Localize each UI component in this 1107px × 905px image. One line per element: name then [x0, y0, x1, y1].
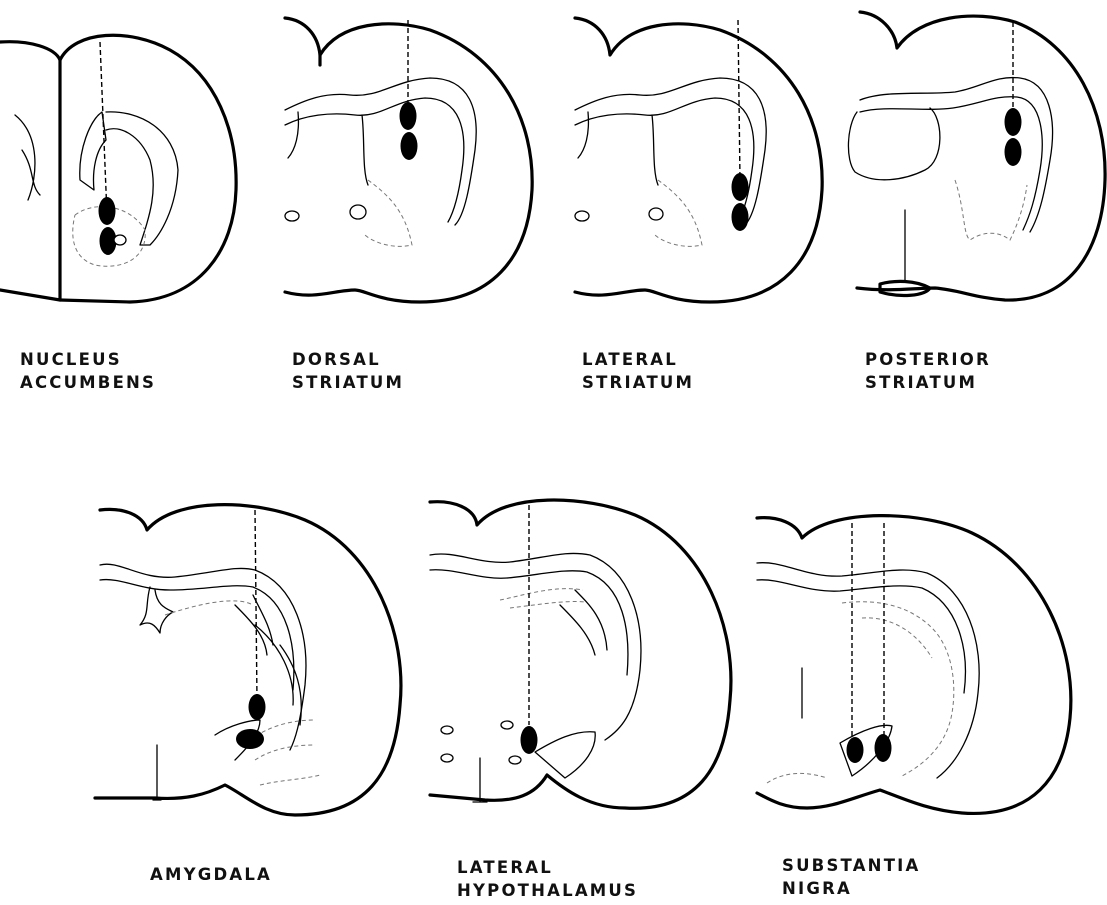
amygdala-nuclei [245, 720, 320, 785]
section-outline [95, 505, 401, 815]
anterior-commissure [114, 235, 126, 245]
internal-capsule [235, 595, 273, 655]
label-line-2: NIGRA [782, 877, 920, 900]
label-lateral-striatum: LATERAL STRIATUM [582, 348, 694, 394]
section-outline [757, 516, 1071, 814]
lesion-lower [401, 132, 418, 160]
label-line-1: NUCLEUS [20, 348, 156, 371]
section-outline [430, 500, 731, 808]
corpus-callosum [575, 78, 766, 225]
striatum-boundary [165, 601, 253, 615]
label-amygdala: AMYGDALA [150, 863, 272, 886]
panel-dorsal-striatum: DORSAL STRIATUM [270, 0, 550, 400]
label-nucleus-accumbens: NUCLEUS ACCUMBENS [20, 348, 156, 394]
ventricle-cross [140, 587, 173, 633]
nigra-boundary [767, 773, 827, 783]
lesion-left [847, 737, 864, 763]
label-lateral-hypothalamus: LATERAL HYPOTHALAMUS [457, 856, 638, 902]
internal-capsule [560, 590, 607, 655]
label-line-1: LATERAL [582, 348, 694, 371]
panel-nucleus-accumbens: NUCLEUS ACCUMBENS [0, 0, 280, 400]
fornix-left-lower [441, 754, 453, 762]
section-drawing-lateral-striatum [560, 0, 840, 320]
accumbens-boundary [365, 180, 412, 246]
label-line-1: POSTERIOR [865, 348, 991, 371]
lesion-lower [1005, 138, 1022, 166]
anterior-commissure-left [285, 211, 299, 221]
lesion-upper [99, 197, 116, 225]
corpus-callosum [15, 115, 40, 200]
fornix-right-upper [501, 721, 513, 729]
label-line-1: AMYGDALA [150, 863, 272, 886]
lesion-upper [732, 173, 749, 201]
label-line-1: DORSAL [292, 348, 404, 371]
label-line-2: STRIATUM [865, 371, 991, 394]
label-line-2: STRIATUM [582, 371, 694, 394]
section-drawing-substantia-nigra [752, 508, 1107, 818]
section-outline [857, 12, 1105, 300]
midline-fissure [153, 745, 161, 800]
fornix-left-upper [441, 726, 453, 734]
lesion-upper [249, 694, 266, 720]
striatal-boundary [955, 180, 1027, 240]
anterior-commissure-left [575, 211, 589, 221]
electrode-track [100, 42, 107, 215]
panel-substantia-nigra: SUBSTANTIA NIGRA [752, 508, 1107, 905]
panel-lateral-striatum: LATERAL STRIATUM [560, 0, 840, 400]
section-drawing-amygdala [95, 495, 415, 815]
section-outline [575, 18, 822, 302]
lesion-upper [400, 102, 417, 130]
section-drawing-nucleus-accumbens [0, 0, 280, 320]
label-line-2: STRIATUM [292, 371, 404, 394]
electrode-track [255, 510, 257, 700]
anterior-commissure-right [350, 205, 366, 219]
panel-amygdala: AMYGDALA [95, 495, 415, 905]
midline-fissure [473, 758, 487, 802]
corpus-callosum [757, 563, 979, 778]
striatum-boundary [500, 589, 585, 608]
anterior-commissure-right [649, 208, 663, 220]
label-line-2: ACCUMBENS [20, 371, 156, 394]
lesion-lower [732, 203, 749, 231]
midline-left-hemisphere [0, 60, 60, 300]
lesion-lower [236, 729, 264, 749]
label-substantia-nigra: SUBSTANTIA NIGRA [782, 854, 920, 900]
corpus-callosum [100, 564, 306, 750]
fornix-right-lower [509, 756, 521, 764]
lateral-ventricle [80, 112, 178, 245]
label-line-1: LATERAL [457, 856, 638, 879]
lesion-right [875, 734, 892, 762]
label-dorsal-striatum: DORSAL STRIATUM [292, 348, 404, 394]
corpus-callosum [860, 78, 1052, 232]
panel-lateral-hypothalamus: LATERAL HYPOTHALAMUS [425, 490, 755, 905]
optic-tract [535, 732, 595, 778]
lesion-upper [1005, 108, 1022, 136]
thalamus-body [848, 108, 939, 180]
panel-posterior-striatum: POSTERIOR STRIATUM [845, 0, 1107, 400]
corpus-callosum [430, 553, 641, 740]
label-posterior-striatum: POSTERIOR STRIATUM [865, 348, 991, 394]
label-line-2: HYPOTHALAMUS [457, 879, 638, 902]
section-drawing-dorsal-striatum [270, 0, 550, 320]
striatum-medial [288, 112, 368, 185]
section-drawing-lateral-hypothalamus [425, 490, 755, 810]
corpus-callosum [285, 78, 476, 225]
striatum-medial [578, 112, 658, 185]
label-line-1: SUBSTANTIA [782, 854, 920, 877]
lesion [521, 726, 538, 754]
section-drawing-posterior-striatum [845, 0, 1107, 320]
electrode-track [738, 20, 740, 180]
